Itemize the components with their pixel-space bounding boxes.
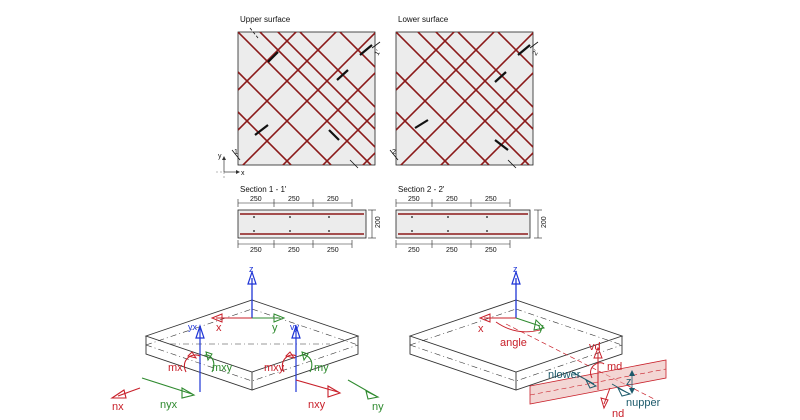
nx-arrow [117, 387, 141, 397]
left-z-label: z [249, 264, 254, 274]
section-1: Section 1 - 1' 250 250 250 250 250 250 2… [237, 185, 382, 254]
s2-bottom-spacing-1: 250 [408, 247, 420, 254]
lower-rebar-grid [396, 32, 533, 165]
cut-label-1-prime: 1' [374, 49, 383, 57]
lower-section-cuts [414, 44, 531, 151]
right-mxy-curve [281, 354, 297, 373]
s1-bottom-spacing-1: 250 [250, 247, 262, 254]
right-resistance-diagram: z x y angle vd md nlower z [408, 264, 667, 420]
ny-label: ny [372, 401, 384, 413]
left-mxy-curve [203, 354, 215, 373]
left-x-label: x [216, 322, 222, 334]
right-y-label: y [538, 322, 544, 334]
s1-thickness: 200 [375, 216, 382, 228]
left-mxy-right-label: mxy [264, 362, 285, 374]
md-label: md [607, 361, 622, 373]
nyx-label: nyx [160, 399, 178, 411]
lever-z-label: z [626, 376, 632, 388]
cut-label-1: 1 [234, 149, 238, 156]
s1-bottom-spacing-3: 250 [327, 247, 339, 254]
left-y-label: y [272, 322, 278, 334]
left-yx-label: yx [188, 322, 198, 332]
s1-top-spacing-1: 250 [250, 196, 262, 203]
s2-thickness: 200 [541, 216, 548, 228]
cut-label-2: 2 [392, 149, 396, 156]
nxy-label: nxy [308, 399, 326, 411]
left-vy-label: vy [290, 322, 300, 332]
nd-label: nd [612, 408, 624, 420]
xy-axes: x y [216, 153, 245, 180]
cut-label-2-prime: 2' [532, 49, 541, 57]
nd-arrow [603, 387, 611, 405]
nyx-arrow [141, 377, 193, 395]
nupper-label: nupper [626, 397, 661, 409]
upper-cut-lines [231, 27, 381, 169]
lower-surface-panel: Lower surface 2' [389, 15, 541, 169]
s2-top-spacing-3: 250 [485, 196, 497, 203]
s1-top-spacing-2: 250 [288, 196, 300, 203]
section-2: Section 2 - 2' 250 250 250 250 250 250 2… [395, 185, 548, 254]
my-curve [299, 354, 313, 373]
axis-x-label: x [241, 170, 245, 177]
nlower-arrow [571, 371, 595, 385]
left-mx-curve [183, 354, 201, 373]
s1-bottom-spacing-2: 250 [288, 247, 300, 254]
right-x-label: x [478, 323, 484, 335]
s2-bottom-spacing-2: 250 [446, 247, 458, 254]
left-mx-label: mx [168, 362, 183, 374]
lower-surface-title: Lower surface [398, 15, 449, 24]
nx-label: nx [112, 401, 124, 413]
nxy-arrow [295, 379, 339, 393]
vd-label: vd [589, 341, 601, 353]
lower-cut-lines [389, 41, 539, 169]
section-2-title: Section 2 - 2' [398, 185, 445, 194]
angle-label: angle [500, 337, 527, 349]
d-direction-line [505, 323, 657, 401]
section-1-title: Section 1 - 1' [240, 185, 287, 194]
nlower-label: nlower [548, 369, 581, 381]
upper-surface-panel: Upper surface [216, 15, 383, 180]
left-force-diagram: z x y yx vy mx mxy mxy my nx [110, 264, 384, 413]
axis-y-label: y [218, 153, 222, 160]
angle-arc [495, 321, 541, 333]
left-my-label: my [314, 362, 329, 374]
s2-top-spacing-1: 250 [408, 196, 420, 203]
s2-bottom-spacing-3: 250 [485, 247, 497, 254]
upper-surface-title: Upper surface [240, 15, 291, 24]
s1-top-spacing-3: 250 [327, 196, 339, 203]
left-mxy-label: mxy [212, 362, 233, 374]
right-z-label: z [513, 264, 518, 274]
s2-top-spacing-2: 250 [446, 196, 458, 203]
right-y-axis [515, 317, 541, 327]
upper-section-cuts [254, 44, 373, 141]
md-curve [590, 362, 605, 379]
